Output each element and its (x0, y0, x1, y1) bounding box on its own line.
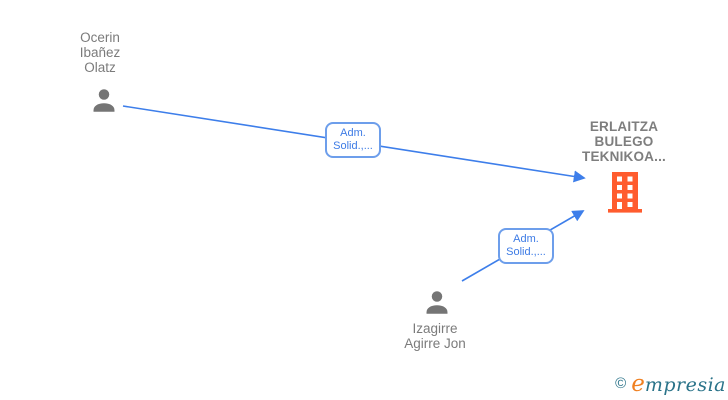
node-label-company[interactable]: ERLAITZA BULEGO TEKNIKOA... (582, 119, 666, 164)
edge-label-adm-solid-2[interactable]: Adm. Solid.,... (498, 228, 554, 264)
building-icon[interactable] (607, 172, 643, 218)
logo-brand-initial: e (631, 371, 645, 397)
person-icon[interactable] (420, 286, 454, 325)
node-label-person1[interactable]: Ocerin Ibañez Olatz (79, 30, 121, 75)
node-label-person2[interactable]: Izagirre Agirre Jon (404, 321, 466, 351)
person-icon[interactable] (87, 84, 121, 123)
copyright-icon: © (615, 375, 627, 392)
empresia-logo: ©empresia (615, 371, 726, 397)
edge-label-adm-solid-1[interactable]: Adm. Solid.,... (325, 122, 381, 158)
logo-brand-rest: mpresia (644, 374, 726, 396)
